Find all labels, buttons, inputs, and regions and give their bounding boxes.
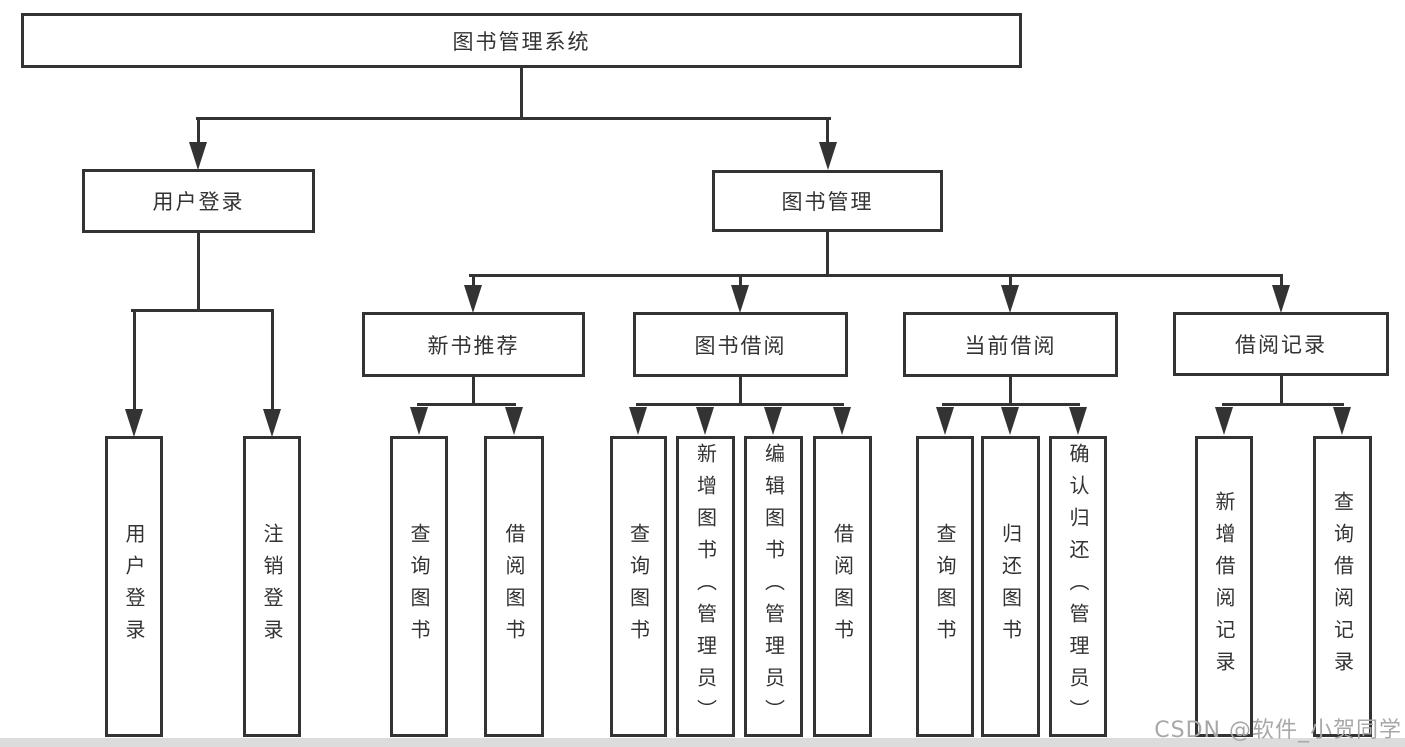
leaf-cb-query-books-label: 查询图书 [933, 522, 957, 651]
arrowhead-down-icon [696, 407, 714, 435]
leaf-logout-login: 注销登录 [243, 436, 301, 737]
leaf-br-query-record-label: 查询借阅记录 [1330, 490, 1355, 683]
connector-line [739, 377, 742, 405]
leaf-cb-query-books: 查询图书 [916, 436, 974, 737]
connector-line [417, 403, 516, 406]
leaf-br-add-record: 新增借阅记录 [1195, 436, 1253, 737]
connector-line [133, 309, 136, 409]
leaf-br-query-record: 查询借阅记录 [1313, 436, 1372, 737]
node-book-borrow-label: 图书借阅 [694, 333, 787, 358]
node-user-login: 用户登录 [82, 169, 315, 233]
arrowhead-down-icon [819, 142, 837, 170]
connector-line [1280, 376, 1283, 405]
leaf-bb-borrow-books: 借阅图书 [813, 436, 872, 737]
connector-line [197, 233, 200, 311]
watermark: CSDN @软件_小贺同学 [1154, 718, 1402, 743]
leaf-nb-query-books-label: 查询图书 [407, 522, 431, 651]
bottom-strip [0, 738, 1405, 747]
node-book-management-label: 图书管理 [781, 190, 874, 214]
connector-line [520, 68, 523, 118]
node-user-login-label: 用户登录 [152, 190, 245, 214]
arrowhead-down-icon [125, 409, 143, 437]
connector-line [636, 403, 844, 406]
node-new-book-recommend: 新书推荐 [362, 312, 585, 377]
connector-line [1280, 274, 1283, 286]
arrowhead-down-icon [464, 285, 482, 313]
node-root-label: 图书管理系统 [452, 29, 591, 54]
connector-line [197, 117, 200, 147]
connector-line [469, 274, 1282, 277]
arrowhead-down-icon [833, 407, 851, 435]
arrowhead-down-icon [263, 409, 281, 437]
leaf-logout-login-label: 注销登录 [260, 522, 284, 651]
leaf-nb-borrow-books: 借阅图书 [484, 436, 544, 737]
node-current-borrow: 当前借阅 [903, 312, 1118, 377]
arrowhead-down-icon [629, 407, 647, 435]
arrowhead-down-icon [1001, 407, 1019, 435]
arrowhead-down-icon [189, 142, 207, 170]
connector-line [739, 274, 742, 286]
leaf-cb-return-books-label: 归还图书 [998, 522, 1023, 651]
connector-line [131, 309, 273, 312]
leaf-bb-add-books-admin-label: 新增图书（管理员） [693, 442, 718, 731]
leaf-cb-confirm-return-admin-label: 确认归还（管理员） [1066, 442, 1090, 731]
leaf-bb-borrow-books-label: 借阅图书 [830, 522, 855, 651]
arrowhead-down-icon [1215, 407, 1233, 435]
connector-line [1009, 377, 1012, 405]
leaf-bb-add-books-admin: 新增图书（管理员） [676, 436, 735, 737]
leaf-bb-edit-books-admin: 编辑图书（管理员） [744, 436, 803, 737]
node-book-borrow: 图书借阅 [633, 312, 848, 377]
leaf-bb-query-books-label: 查询图书 [626, 522, 651, 651]
arrowhead-down-icon [764, 407, 782, 435]
connector-line [826, 232, 829, 276]
connector-line [1222, 403, 1344, 406]
leaf-nb-query-books: 查询图书 [390, 436, 448, 737]
connector-line [472, 274, 475, 286]
connector-line [1009, 274, 1012, 286]
node-new-book-recommend-label: 新书推荐 [427, 333, 520, 358]
leaf-cb-return-books: 归还图书 [981, 436, 1040, 737]
arrowhead-down-icon [1333, 407, 1351, 435]
node-root: 图书管理系统 [21, 13, 1022, 68]
arrowhead-down-icon [1272, 285, 1290, 313]
connector-line [472, 377, 475, 405]
node-current-borrow-label: 当前借阅 [964, 333, 1057, 358]
connector-line [826, 117, 829, 147]
connector-line [196, 117, 831, 120]
leaf-user-login-label: 用户登录 [122, 522, 146, 651]
leaf-nb-borrow-books-label: 借阅图书 [502, 522, 526, 651]
arrowhead-down-icon [1069, 407, 1087, 435]
leaf-user-login: 用户登录 [105, 436, 163, 737]
leaf-bb-query-books: 查询图书 [610, 436, 667, 737]
leaf-cb-confirm-return-admin: 确认归还（管理员） [1049, 436, 1107, 737]
node-book-management: 图书管理 [712, 170, 943, 232]
leaf-bb-edit-books-admin-label: 编辑图书（管理员） [761, 442, 786, 731]
node-borrow-records-label: 借阅记录 [1235, 333, 1327, 357]
arrowhead-down-icon [505, 407, 523, 435]
connector-line [942, 403, 1080, 406]
arrowhead-down-icon [731, 285, 749, 313]
leaf-br-add-record-label: 新增借阅记录 [1212, 490, 1236, 683]
node-borrow-records: 借阅记录 [1173, 312, 1389, 376]
connector-line [271, 309, 274, 409]
arrowhead-down-icon [1001, 285, 1019, 313]
arrowhead-down-icon [410, 407, 428, 435]
arrowhead-down-icon [936, 407, 954, 435]
